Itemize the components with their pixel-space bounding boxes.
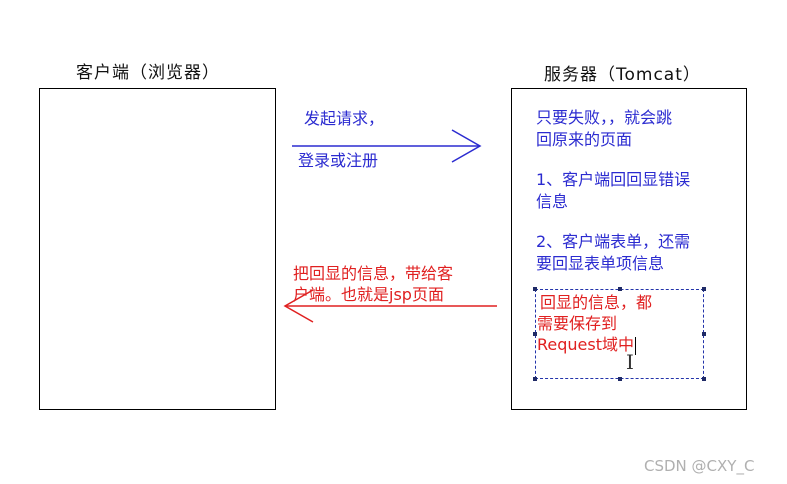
selected-textbox[interactable] xyxy=(533,287,706,381)
response-label-line1: 把回显的信息，带给客 xyxy=(293,264,454,283)
server-box xyxy=(511,88,747,410)
resize-handle-mr[interactable] xyxy=(702,332,706,336)
server-note-line2: 回原来的页面 xyxy=(536,130,633,149)
selected-text-line3: Request域中 xyxy=(537,335,634,354)
client-box xyxy=(39,88,276,410)
resize-handle-br[interactable] xyxy=(702,377,706,381)
request-arrow xyxy=(292,129,482,163)
server-title: 服务器（Tomcat） xyxy=(544,65,701,85)
response-arrow xyxy=(283,289,497,323)
request-label-top: 发起请求， xyxy=(304,109,385,128)
server-item2-line1: 2、客户端表单，还需 xyxy=(536,232,691,251)
selected-text-line2: 需要保存到 xyxy=(537,314,618,333)
server-item1-line1: 1、客户端回回显错误 xyxy=(536,170,691,189)
request-label-bottom: 登录或注册 xyxy=(298,151,379,170)
resize-handle-tm[interactable] xyxy=(618,287,622,291)
client-title: 客户端（浏览器） xyxy=(76,63,220,83)
resize-handle-bl[interactable] xyxy=(533,377,537,381)
server-item1-line2: 信息 xyxy=(536,192,569,211)
server-note-line1: 只要失败，，就会跳 xyxy=(536,108,673,127)
resize-handle-tr[interactable] xyxy=(702,287,706,291)
resize-handle-bm[interactable] xyxy=(618,377,622,381)
text-caret xyxy=(635,336,636,355)
response-label-line2: 户端。也就是jsp页面 xyxy=(293,285,444,304)
server-item2-line2: 要回显表单项信息 xyxy=(536,254,665,273)
selected-text-line3-wrap: Request域中 xyxy=(537,334,636,356)
watermark: CSDN @CXY_C xyxy=(644,457,755,475)
selected-text-line1: 回显的信息，都 xyxy=(540,293,653,312)
resize-handle-ml[interactable] xyxy=(533,332,537,336)
resize-handle-tl[interactable] xyxy=(533,287,537,291)
ibeam-cursor-icon: I xyxy=(626,350,634,374)
